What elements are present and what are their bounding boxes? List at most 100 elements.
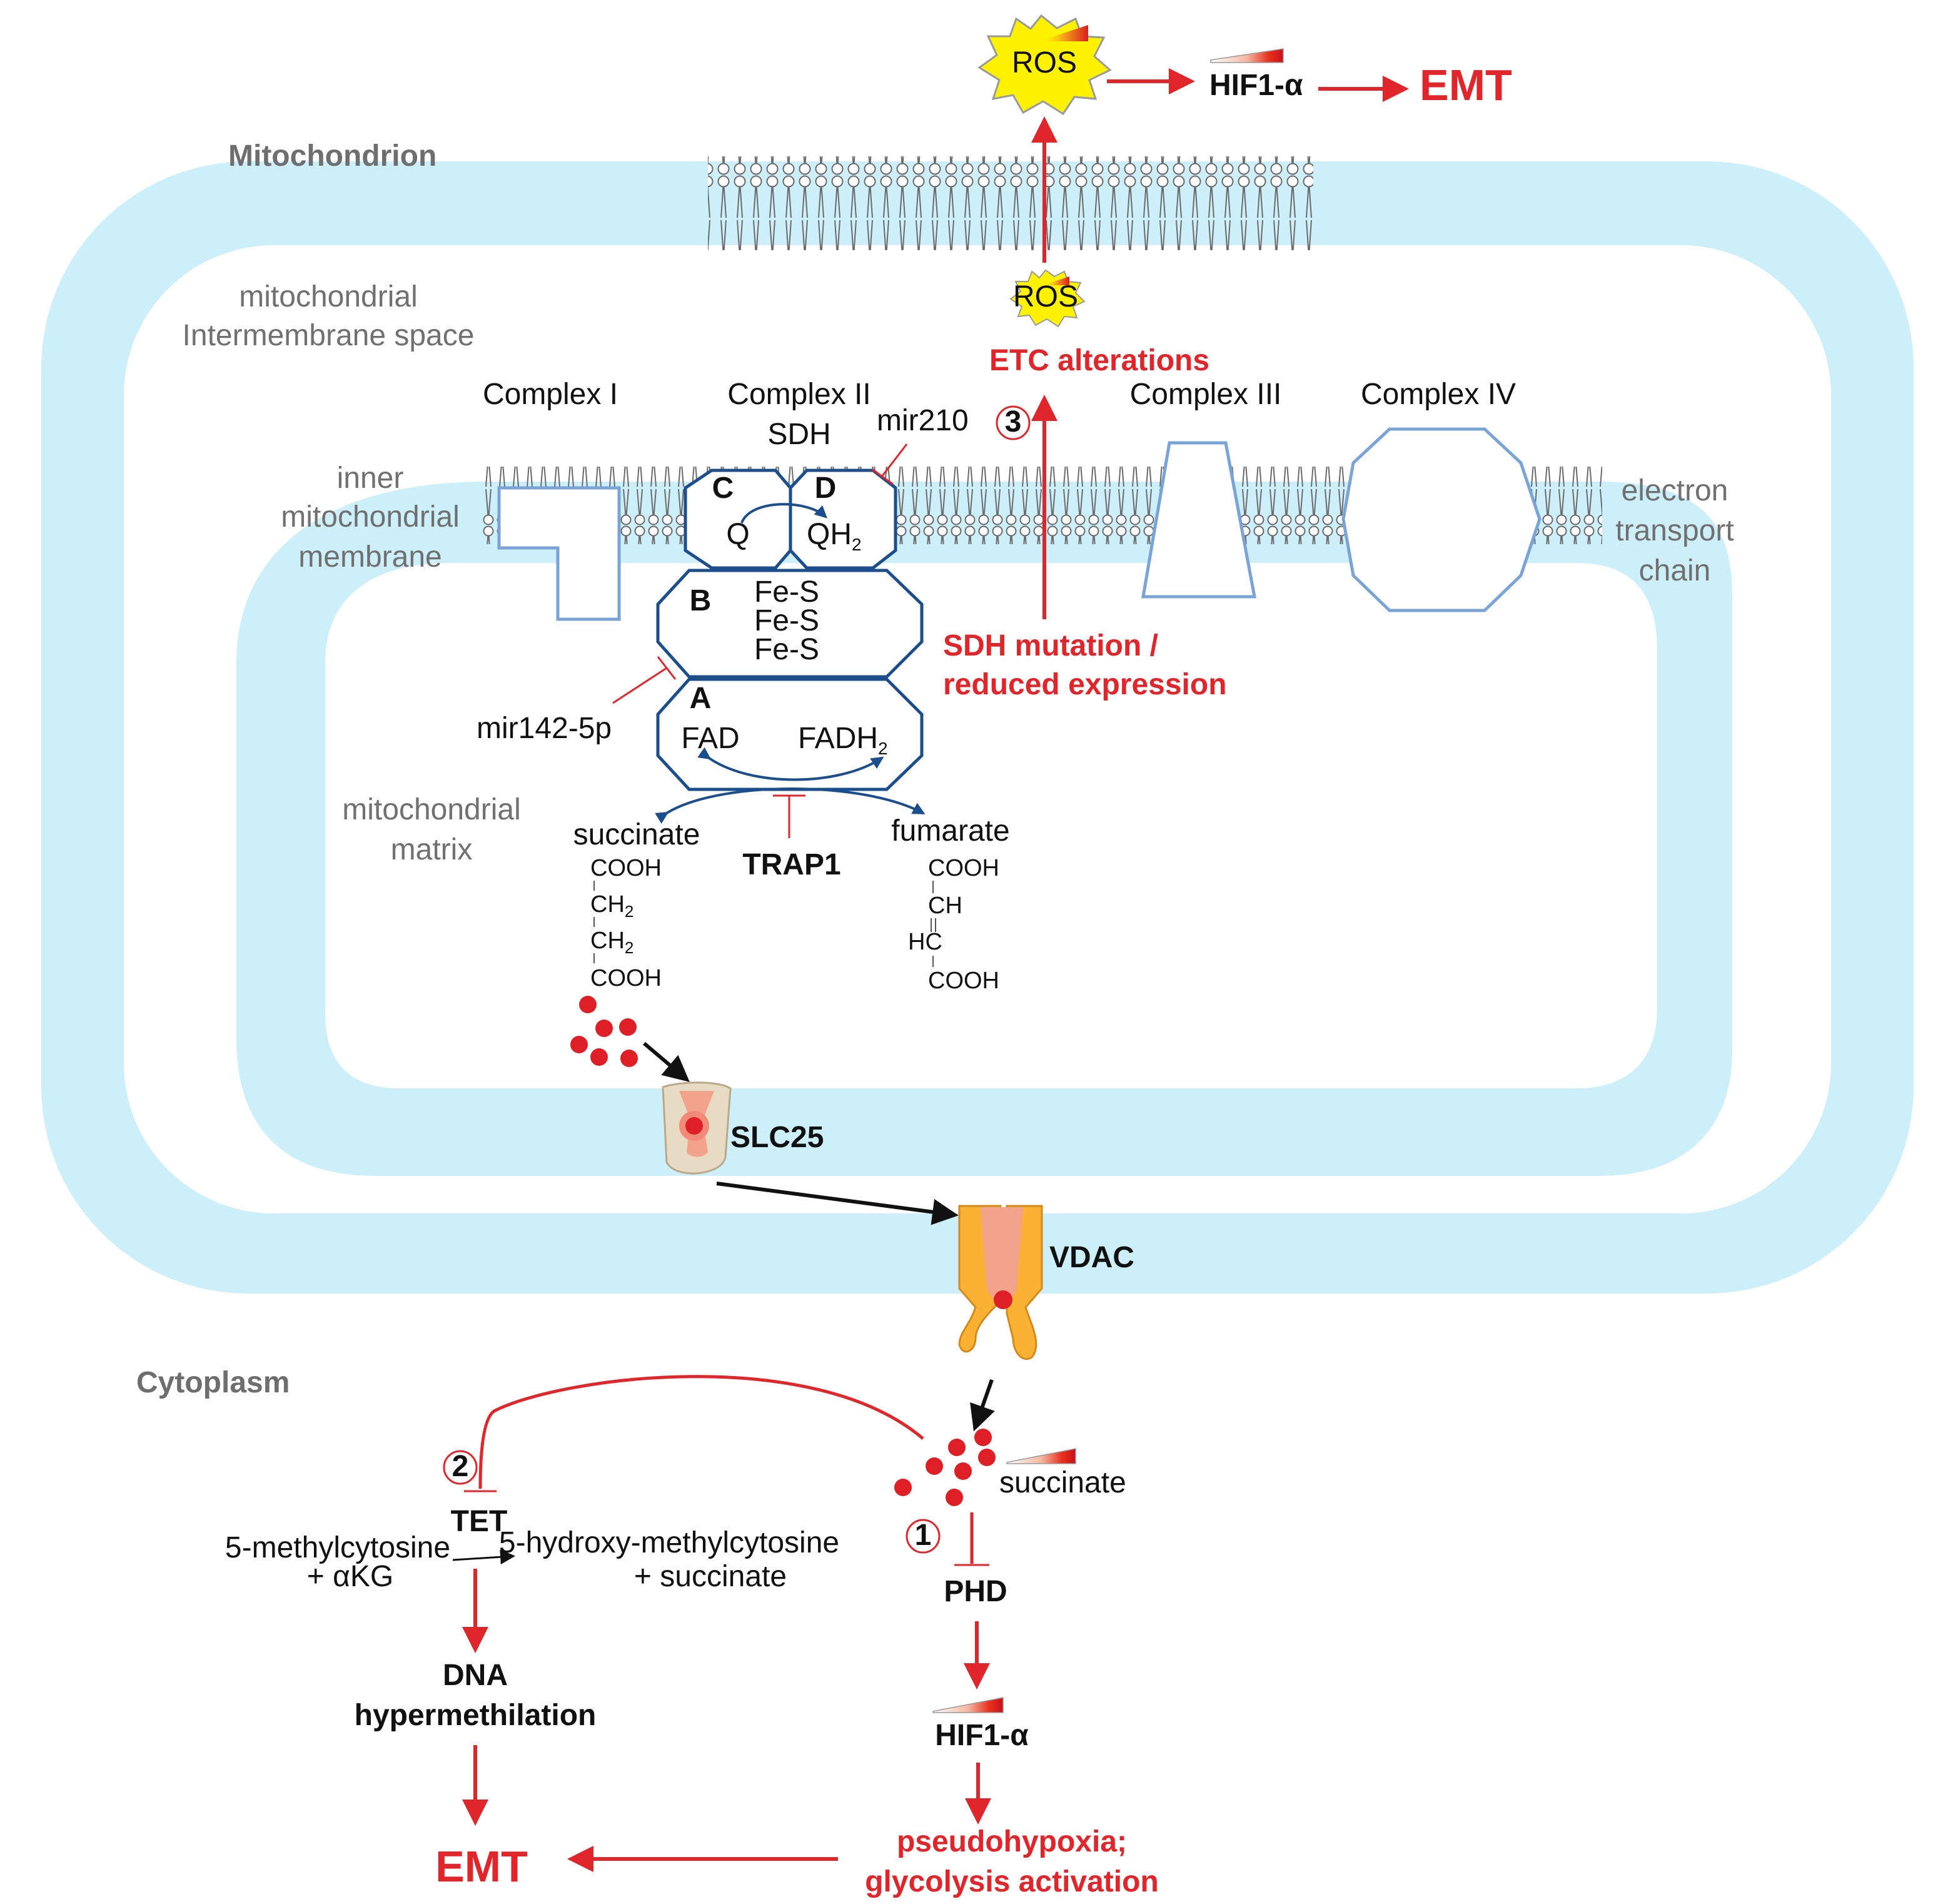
succinate-dot	[595, 1020, 613, 1037]
succinate-label: succinate	[573, 818, 700, 851]
fes-3: Fe-S	[754, 633, 819, 666]
step-1-badge	[906, 1519, 941, 1554]
hif1a-bottom-ramp	[932, 1697, 1004, 1713]
trap1-label: TRAP1	[742, 848, 840, 881]
cytoplasm-succinate-label: succinate	[999, 1466, 1126, 1499]
mir210-inhibition	[881, 443, 908, 477]
phd-label: PHD	[944, 1575, 1007, 1608]
fadh2-label: FADH2	[798, 722, 888, 758]
slc25-succinate-dot	[685, 1117, 703, 1135]
succinate-dot	[948, 1439, 966, 1456]
complex-1-shape	[497, 486, 621, 621]
vdac-label: VDAC	[1049, 1241, 1134, 1274]
succinate-increase-ramp	[1006, 1448, 1076, 1464]
complex-1-label: Complex I	[483, 378, 618, 411]
step-2-number: 2	[452, 1450, 469, 1483]
sdh-a-letter: A	[690, 682, 712, 715]
outer-lipid-bilayer	[708, 156, 1313, 250]
slc25-transporter	[662, 1081, 732, 1175]
hif1a-top-ramp	[1210, 48, 1284, 63]
fad-redox-arrows	[697, 747, 884, 781]
step-3-badge	[996, 405, 1031, 440]
fad-label: FAD	[681, 722, 739, 755]
q-label: Q	[726, 518, 749, 551]
tet-reaction-arrow	[452, 1549, 515, 1565]
complex-3-label: Complex III	[1130, 378, 1282, 411]
matrix-succinate-dots	[570, 996, 638, 1067]
mir142-inhibition-bar	[657, 656, 677, 680]
inner-membrane-label-2: mitochondrial	[281, 500, 459, 534]
complex-3-shape	[1141, 441, 1257, 599]
inner-membrane	[236, 482, 1732, 1176]
pseudohypoxia-label-1: pseudohypoxia;	[897, 1825, 1127, 1858]
succinate-dot	[590, 1048, 608, 1066]
matrix-to-slc25-arrow	[643, 1041, 690, 1082]
succinate-structure: COOH CH2 CH2 COOH	[590, 855, 662, 991]
etc-label-1: electron	[1622, 474, 1728, 507]
vdac-to-cytoplasm-arrow	[970, 1379, 995, 1432]
step-2-badge	[443, 1450, 478, 1485]
vdac-succinate-dot	[994, 1290, 1012, 1309]
succ-cooh-top: COOH	[590, 855, 662, 881]
slc25-label: SLC25	[730, 1121, 824, 1154]
product-label-1: 5-hydroxy-methylcytosine	[499, 1526, 839, 1559]
intermembrane-label-2: Intermembrane space	[183, 319, 475, 352]
succ-cooh-bottom: COOH	[590, 965, 662, 991]
mir210-label: mir210	[877, 404, 969, 437]
sdh-subunit-b	[656, 569, 924, 679]
succinate-dot	[946, 1489, 963, 1506]
cytoplasm-label: Cytoplasm	[136, 1366, 290, 1399]
succinate-dot	[894, 1479, 912, 1496]
sdh-b-letter: B	[690, 584, 712, 617]
substrate-label-1: 5-methylcytosine	[225, 1531, 450, 1564]
fum-cooh-top: COOH	[928, 855, 999, 881]
matrix-label-2: matrix	[391, 833, 473, 866]
mitochondrion-label: Mitochondrion	[228, 139, 437, 173]
sdh-subunit-c	[684, 468, 792, 570]
sdh-d-letter: D	[815, 472, 837, 505]
succinate-dot	[978, 1449, 996, 1466]
hif1a-bottom-label: HIF1-α	[935, 1719, 1029, 1752]
mir142-label: mir142-5p	[477, 712, 612, 745]
step-1-number: 1	[915, 1519, 932, 1552]
pseudohypoxia-label-2: glycolysis activation	[865, 1865, 1159, 1898]
etc-alterations-label: ETC alterations	[989, 344, 1209, 377]
fumarate-structure: COOH CH HC COOH	[908, 855, 999, 994]
mir142-inhibition	[612, 667, 667, 704]
q-to-qh2-arrow	[740, 503, 827, 524]
succinate-dot	[619, 1018, 637, 1036]
substrate-label-2: + αKG	[307, 1560, 393, 1593]
slc25-to-vdac-arrow	[716, 1182, 959, 1225]
succinate-dot	[570, 1036, 588, 1053]
product-label-2: + succinate	[634, 1560, 787, 1593]
fum-cooh-bottom: COOH	[928, 968, 999, 994]
ros-small-label: ROS	[1013, 280, 1078, 313]
mir210-inhibition-bar	[871, 468, 894, 485]
sdh-c-letter: C	[712, 472, 734, 505]
inner-membrane-label-3: membrane	[298, 540, 442, 574]
fes-1: Fe-S	[754, 575, 819, 609]
qh2-label: QH2	[807, 518, 862, 554]
dna-label-1: DNA	[443, 1659, 508, 1692]
emt-bottom-label: EMT	[435, 1842, 528, 1891]
fes-2: Fe-S	[754, 604, 819, 637]
step-3-number: 3	[1005, 405, 1022, 438]
fum-hc: HC	[908, 929, 942, 955]
hif1a-top-label: HIF1-α	[1209, 69, 1303, 102]
succinate-dot	[974, 1429, 992, 1446]
fum-ch: CH	[928, 893, 962, 919]
succinate-dot	[954, 1462, 972, 1480]
tet-label: TET	[451, 1505, 508, 1538]
vdac-channel	[958, 1205, 1043, 1360]
emt-top-label: EMT	[1420, 61, 1512, 109]
etc-label-3: chain	[1639, 554, 1711, 587]
ros-ramp-large	[1039, 25, 1088, 41]
complex-4-shape	[1341, 427, 1542, 612]
dna-label-2: hypermethilation	[355, 1699, 597, 1732]
cytoplasm-succinate-dots	[894, 1429, 996, 1506]
matrix-label-1: mitochondrial	[342, 793, 520, 826]
sdh-mutation-label-1: SDH mutation /	[943, 629, 1158, 662]
intermembrane-label-1: mitochondrial	[239, 280, 417, 313]
inner-membrane-label-1: inner	[337, 462, 404, 495]
